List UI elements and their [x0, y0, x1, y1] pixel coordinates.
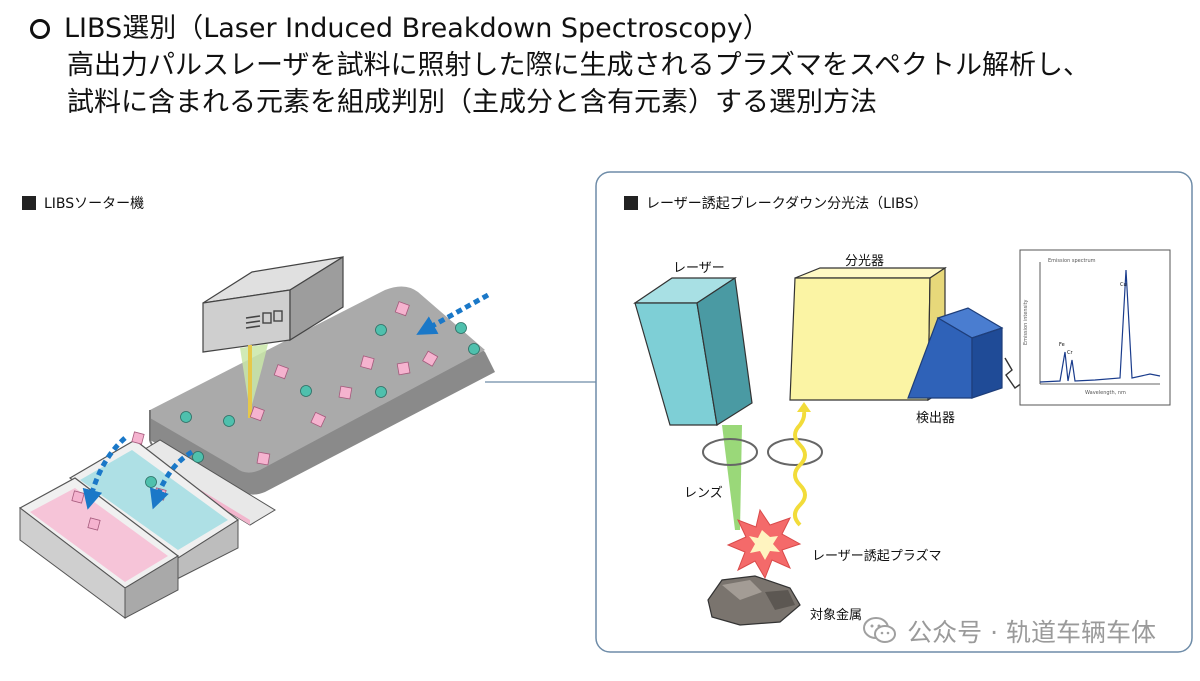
watermark-text: 公众号 · 轨道车辆车体	[907, 618, 1156, 647]
circle-bullet-icon	[30, 18, 50, 39]
label-target: 対象金属	[810, 608, 863, 623]
label-lens: レンズ	[684, 486, 723, 501]
laser-box	[633, 276, 753, 426]
label-detector: 検出器	[916, 411, 956, 426]
emission-arrowhead	[797, 402, 811, 412]
peak-label-fe: Fe	[1059, 342, 1065, 348]
header-line-1: LIBS選別（Laser Induced Breakdown Spectrosc…	[30, 10, 1180, 47]
spectrum-title: Emission spectrum	[1048, 258, 1096, 264]
left-panel-title-text: LIBSソーター機	[44, 196, 145, 212]
wechat-icon	[863, 617, 897, 643]
detector-box	[907, 307, 1004, 399]
header-line-3: 試料に含まれる元素を組成判別（主成分と含有元素）する選別方法	[67, 87, 877, 118]
header-title: LIBS選別（Laser Induced Breakdown Spectrosc…	[64, 13, 770, 44]
right-panel-title-text: レーザー誘起ブレークダウン分光法（LIBS）	[646, 196, 928, 212]
target-metal	[707, 575, 801, 626]
spectrometer-box	[789, 266, 947, 402]
laser-beam	[722, 425, 742, 530]
peak-label-cu: Cu	[1120, 282, 1127, 288]
header: LIBS選別（Laser Induced Breakdown Spectrosc…	[30, 10, 1180, 121]
spectrum-xlabel: Wavelength, nm	[1085, 390, 1126, 396]
peak-label-cr: Cr	[1067, 350, 1073, 356]
square-bullet-icon	[624, 196, 638, 210]
signal-zigzag	[1004, 357, 1023, 389]
spectrum-ylabel: Emission intensity	[1023, 299, 1029, 345]
spectrum-chart	[1019, 249, 1171, 406]
square-bullet-icon	[22, 196, 36, 210]
watermark: 公众号 · 轨道车辆车体	[863, 613, 1156, 649]
right-panel-title: レーザー誘起ブレークダウン分光法（LIBS）	[624, 193, 927, 213]
particles	[71, 301, 480, 531]
label-spectrometer: 分光器	[845, 254, 885, 269]
emission-wave	[793, 411, 807, 527]
label-laser: レーザー	[673, 261, 725, 276]
label-plasma: レーザー誘起プラズマ	[812, 549, 942, 564]
left-panel-title: LIBSソーター機	[22, 193, 144, 213]
flow-arrows	[82, 292, 490, 510]
plasma-core	[749, 530, 780, 560]
header-line-2: 高出力パルスレーザを試料に照射した際に生成されるプラズマをスペクトル解析し、	[67, 50, 1091, 81]
sensor-head	[202, 255, 344, 418]
